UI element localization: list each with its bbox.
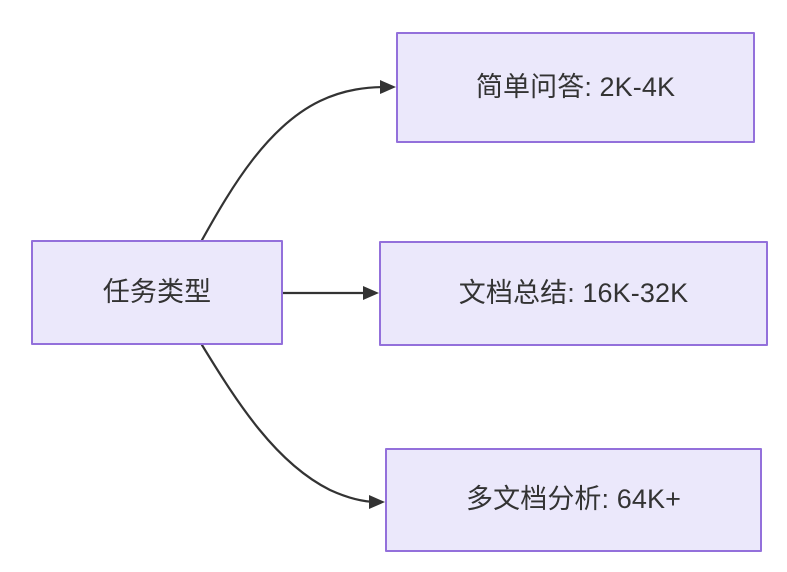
arrowhead-simple-qa (380, 80, 396, 94)
edge-task-type-to-multi-doc-analysis (200, 343, 379, 504)
node-simple-qa-label: 简单问答: 2K-4K (475, 71, 676, 102)
node-simple-qa[interactable]: 简单问答: 2K-4K (396, 32, 755, 143)
arrowhead-multi-doc-analysis (369, 495, 385, 509)
node-task-type[interactable]: 任务类型 (31, 240, 283, 345)
node-multi-doc-analysis-label: 多文档分析: 64K+ (466, 484, 681, 515)
node-doc-summary-label: 文档总结: 16K-32K (458, 277, 689, 308)
node-task-type-label: 任务类型 (102, 276, 212, 307)
arrowhead-doc-summary (363, 286, 379, 300)
edge-task-type-to-simple-qa (200, 85, 390, 242)
node-doc-summary[interactable]: 文档总结: 16K-32K (379, 241, 768, 346)
node-multi-doc-analysis[interactable]: 多文档分析: 64K+ (385, 448, 762, 552)
